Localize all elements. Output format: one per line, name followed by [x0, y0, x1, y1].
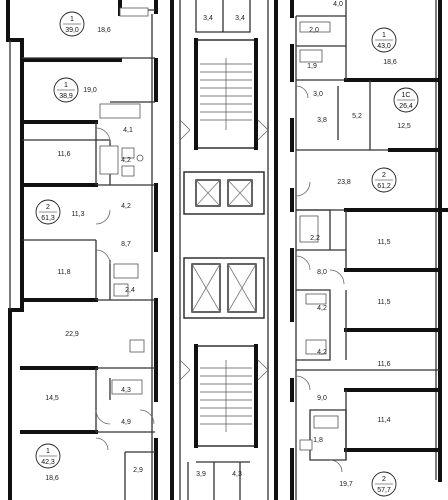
room-area: 3,0 — [313, 91, 323, 98]
room-area: 4,9 — [121, 419, 131, 426]
left-bathroom-fixtures — [99, 7, 149, 395]
apartment-area: 61,3 — [41, 215, 55, 222]
apartment-area: 43,0 — [377, 43, 391, 50]
room-area: 3,8 — [317, 117, 327, 124]
room-area: 18,6 — [97, 27, 111, 34]
apartment-marker-right-1: 1 43,0 — [371, 27, 397, 53]
room-area: 4,1 — [123, 127, 133, 134]
room-area: 3,4 — [235, 15, 245, 22]
room-area: 4,2 — [317, 305, 327, 312]
room-area: 1,9 — [307, 63, 317, 70]
room-area: 9,0 — [317, 395, 327, 402]
apartment-markers: 1 39,0 1 38,9 2 61,3 1 42,3 1 43,0 — [35, 11, 419, 497]
left-doors — [95, 127, 155, 451]
apartment-rooms: 1 — [46, 448, 50, 455]
left-wing-walls — [6, 0, 158, 500]
apartment-rooms: 2 — [46, 204, 50, 211]
room-area: 23,8 — [337, 179, 351, 186]
apartment-area: 39,0 — [65, 27, 79, 34]
apartment-marker-right-4: 2 57,7 — [371, 471, 397, 497]
room-area: 14,5 — [45, 395, 59, 402]
room-area: 19,0 — [83, 87, 97, 94]
apartment-area: 38,9 — [59, 93, 73, 100]
room-area: 4,2 — [121, 203, 131, 210]
apartment-marker-left-3: 2 61,3 — [35, 199, 61, 225]
stair-treads-upper — [200, 63, 252, 121]
room-area: 4,3 — [232, 471, 242, 478]
apartment-rooms: 1С — [402, 92, 411, 99]
right-doors — [295, 85, 345, 473]
room-area: 11,8 — [57, 269, 70, 276]
room-area: 18,6 — [383, 59, 397, 66]
room-area: 4,2 — [317, 349, 327, 356]
room-area: 19,7 — [339, 481, 353, 488]
room-area: 11,3 — [71, 211, 84, 218]
room-area-labels: 18,6 19,0 4,1 11,6 4,2 4,2 11,3 8,7 11,8… — [45, 1, 411, 488]
room-area: 2,4 — [125, 287, 135, 294]
room-area: 3,4 — [203, 15, 213, 22]
apartment-marker-left-1: 1 39,0 — [59, 11, 85, 37]
room-area: 2,9 — [133, 467, 143, 474]
room-area: 8,0 — [317, 269, 327, 276]
apartment-rooms: 2 — [382, 172, 386, 179]
apartment-area: 26,4 — [399, 103, 413, 110]
apartment-rooms: 2 — [382, 476, 386, 483]
room-area: 3,9 — [196, 471, 206, 478]
apartment-marker-left-4: 1 42,3 — [35, 443, 61, 469]
room-area: 12,5 — [397, 123, 411, 130]
apartment-marker-right-2: 1С 26,4 — [393, 87, 419, 113]
apartment-marker-left-2: 1 38,9 — [53, 77, 79, 103]
apartment-area: 57,7 — [377, 487, 391, 494]
room-area: 4,0 — [333, 1, 343, 8]
room-area: 11,6 — [57, 151, 70, 158]
room-area: 4,3 — [121, 387, 131, 394]
room-area: 11,5 — [377, 299, 390, 306]
room-area: 18,6 — [45, 475, 59, 482]
right-wing-walls — [290, 0, 448, 500]
apartment-area: 42,3 — [41, 459, 55, 466]
apartment-rooms: 1 — [64, 82, 68, 89]
room-area: 22,9 — [65, 331, 79, 338]
apartment-area: 61,2 — [377, 183, 391, 190]
room-area: 2,2 — [310, 235, 320, 242]
central-core — [170, 0, 278, 500]
room-area: 11,5 — [377, 239, 390, 246]
room-area: 11,6 — [377, 361, 390, 368]
room-area: 5,2 — [352, 113, 362, 120]
room-area: 2,0 — [309, 27, 319, 34]
apartment-marker-right-3: 2 61,2 — [371, 167, 397, 193]
room-area: 8,7 — [121, 241, 131, 248]
room-area: 11,4 — [377, 417, 390, 424]
stair-treads-lower — [200, 367, 252, 425]
right-bathroom-fixtures — [299, 21, 339, 451]
apartment-rooms: 1 — [382, 32, 386, 39]
apartment-rooms: 1 — [70, 16, 74, 23]
room-area: 1,8 — [313, 437, 323, 444]
room-area: 4,2 — [121, 157, 131, 164]
core-doors — [179, 119, 269, 381]
